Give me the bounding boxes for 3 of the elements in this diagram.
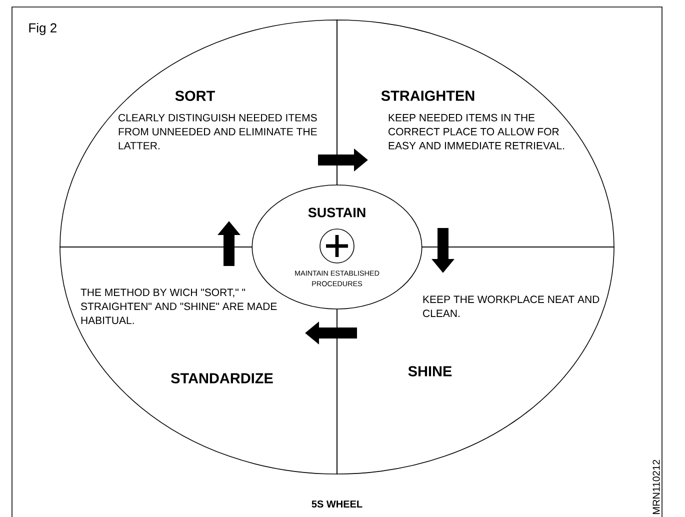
reference-number: MRN110212 (652, 460, 660, 514)
caption: 5S WHEEL (312, 500, 362, 508)
figure-title: Fig 2 (29, 22, 56, 36)
